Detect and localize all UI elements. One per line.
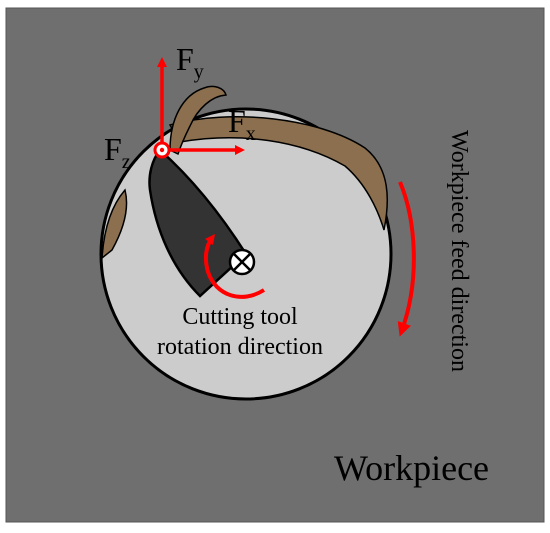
workpiece-label: Workpiece xyxy=(334,448,489,488)
force-z-label: Fz xyxy=(104,131,131,173)
chip-left xyxy=(101,188,128,260)
feed-direction-arrow xyxy=(397,181,416,337)
feed-direction-label: Workpiece feed direction xyxy=(446,130,472,372)
tool-rotation-arrow xyxy=(203,233,266,299)
force-y-label: Fy xyxy=(176,41,204,83)
chip-curl xyxy=(169,85,227,156)
tool-rotation-label-line1: Cutting tool xyxy=(182,304,298,330)
tool-rotation-label-line2: rotation direction xyxy=(157,334,323,360)
force-x-label: Fx xyxy=(228,103,256,145)
chip-band xyxy=(168,115,389,231)
circled-x-icon xyxy=(228,248,256,276)
circled-dot-icon xyxy=(153,141,171,159)
cutting-tool xyxy=(148,148,248,298)
